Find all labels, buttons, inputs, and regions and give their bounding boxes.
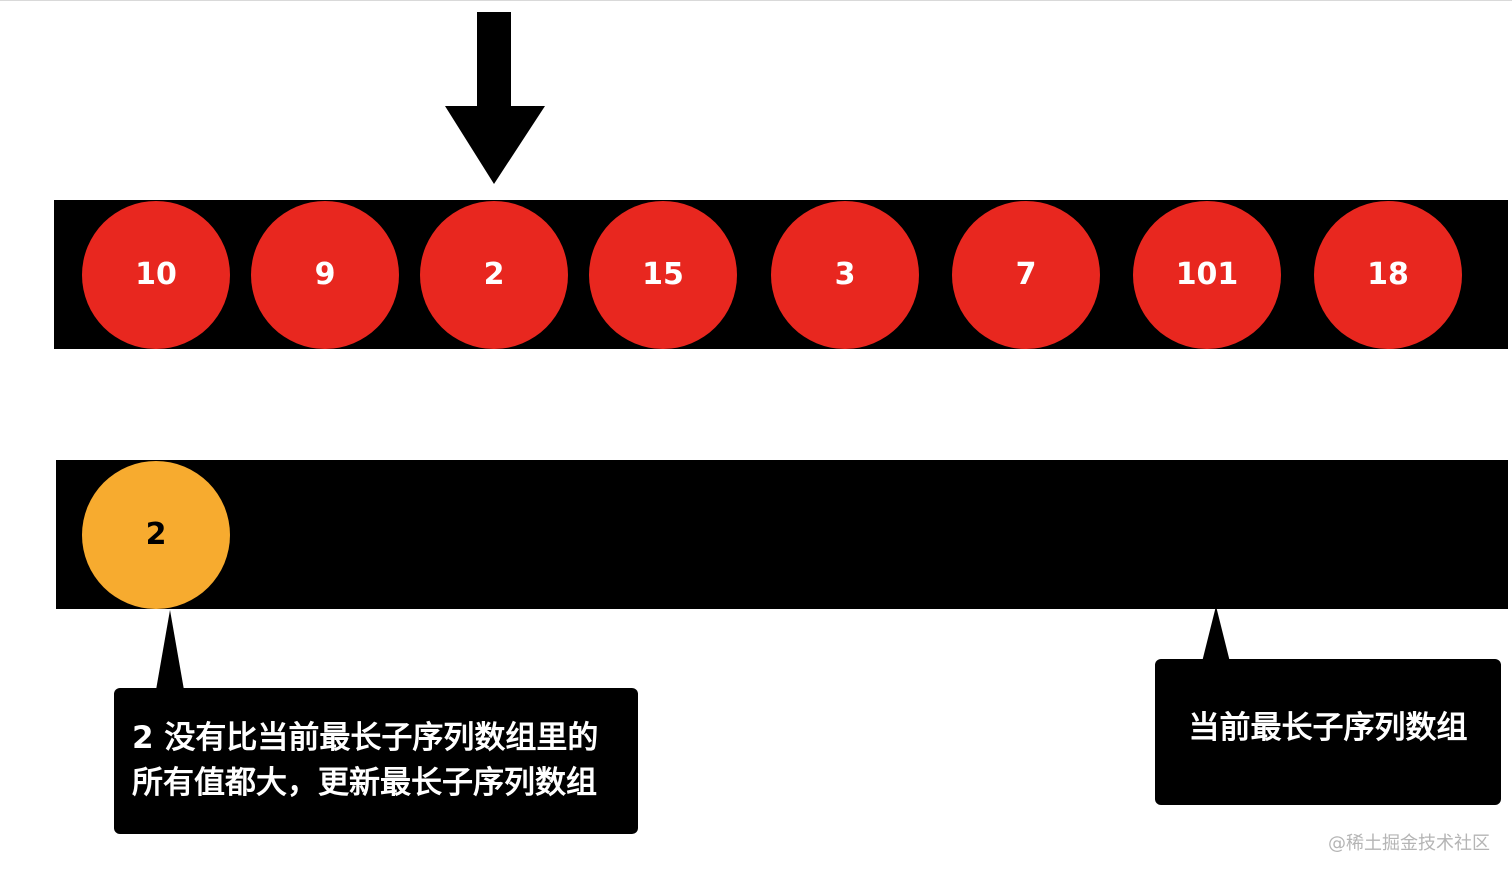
callout-left-pointer [156, 610, 184, 690]
lis-element-circle: 2 [82, 461, 230, 609]
current-lis-callout: 当前最长子序列数组 [1155, 659, 1501, 805]
input-element-circle: 101 [1133, 201, 1281, 349]
lis-array-band [56, 460, 1508, 609]
input-element-circle: 18 [1314, 201, 1462, 349]
callout-right-pointer [1202, 606, 1230, 662]
watermark: @稀土掘金技术社区 [1328, 833, 1490, 854]
current-lis-callout-text: 当前最长子序列数组 [1188, 709, 1468, 746]
input-element-circle: 9 [251, 201, 399, 349]
input-element-circle: 3 [771, 201, 919, 349]
new-element-callout-text: 2 没有比当前最长子序列数组里的所有值都大，更新最长子序列数组 [132, 720, 599, 801]
input-element-circle: 2 [420, 201, 568, 349]
input-element-circle: 7 [952, 201, 1100, 349]
top-divider [0, 0, 1512, 1]
new-element-callout: 2 没有比当前最长子序列数组里的所有值都大，更新最长子序列数组 [114, 688, 638, 834]
down-arrow-icon [445, 12, 545, 184]
input-element-circle: 10 [82, 201, 230, 349]
input-element-circle: 15 [589, 201, 737, 349]
